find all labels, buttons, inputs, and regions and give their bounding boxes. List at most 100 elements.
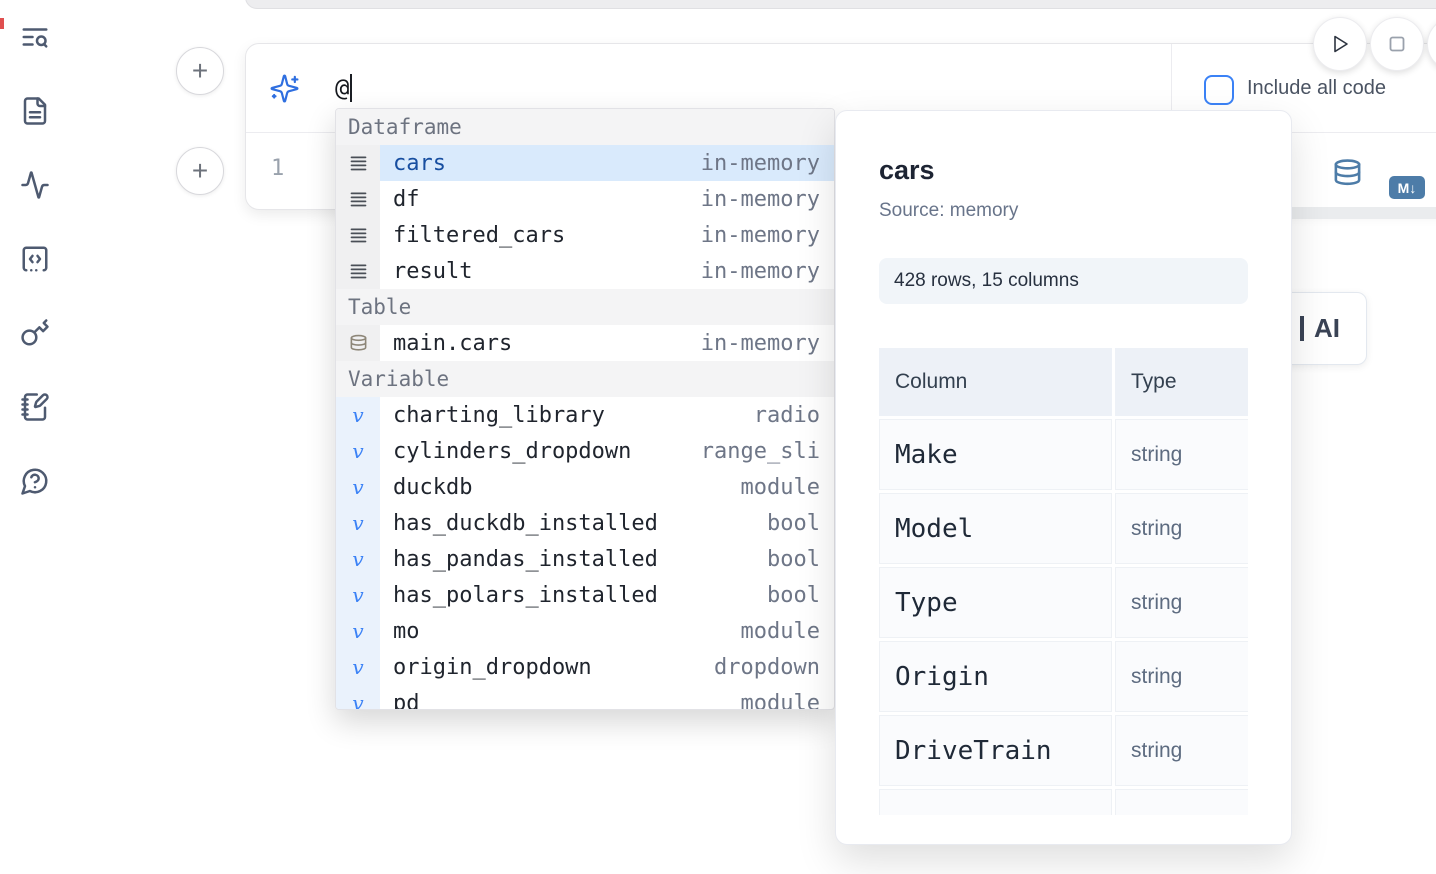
markdown-icon[interactable]: M↓ (1389, 176, 1425, 199)
item-kind-gutter (336, 217, 380, 253)
sidebar-item-search[interactable] (18, 20, 52, 54)
sparkles-icon (269, 73, 300, 104)
preview-source: Source: memory (879, 200, 1019, 221)
dataframe-icon (348, 189, 369, 210)
item-name: df (393, 186, 420, 212)
variable-icon: v (352, 439, 364, 463)
variable-icon: v (352, 691, 364, 710)
item-name: has_duckdb_installed (393, 510, 658, 536)
sidebar (18, 20, 54, 498)
autocomplete-item[interactable]: df in-memory (336, 181, 834, 217)
run-button[interactable] (1313, 17, 1367, 71)
item-name: duckdb (393, 474, 473, 500)
item-kind-gutter: v (336, 613, 380, 649)
dataframe-icon (348, 261, 369, 282)
item-name: cylinders_dropdown (393, 438, 632, 464)
notification-sliver (0, 18, 4, 29)
column-name-cell: Origin (879, 641, 1112, 712)
clipped-text-fragment (1300, 316, 1304, 341)
sidebar-item-files[interactable] (18, 94, 52, 128)
sidebar-item-scratchpad[interactable] (18, 390, 52, 424)
item-kind-gutter: v (336, 433, 380, 469)
item-kind-gutter (336, 145, 380, 181)
item-type: module (740, 618, 820, 644)
text-caret (350, 74, 353, 102)
preview-title: cars (879, 155, 935, 185)
text-search-icon (20, 22, 50, 52)
item-type: in-memory (700, 186, 820, 212)
item-type: radio (753, 402, 820, 428)
variable-icon: v (352, 403, 364, 427)
item-name: pd (393, 690, 420, 710)
column-type-cell: string (1115, 567, 1248, 638)
variable-icon: v (352, 619, 364, 643)
autocomplete-section-header: Dataframe (336, 109, 834, 145)
item-name: filtered_cars (393, 222, 566, 248)
variable-icon: v (352, 475, 364, 499)
add-cell-button-bottom[interactable]: + (176, 147, 224, 195)
previous-cell-bottom (245, 0, 1436, 9)
dataframe-icon (348, 153, 369, 174)
autocomplete-section-header: Table (336, 289, 834, 325)
item-kind-gutter: v (336, 649, 380, 685)
dataframe-preview-popover: cars Source: memory 428 rows, 15 columns… (835, 110, 1292, 845)
line-number: 1 (271, 156, 285, 181)
help-circle-icon (20, 466, 50, 496)
stop-icon (1385, 32, 1409, 56)
database-icon[interactable] (1332, 158, 1363, 189)
notebook-pen-icon (20, 392, 50, 422)
item-type: bool (767, 582, 820, 608)
item-type: bool (767, 510, 820, 536)
column-name-cell (879, 789, 1112, 815)
add-cell-button-top[interactable]: + (176, 47, 224, 95)
sidebar-item-snippets[interactable] (18, 242, 52, 276)
item-kind-gutter (336, 325, 380, 361)
column-name-cell: Model (879, 493, 1112, 564)
square-code-icon (20, 244, 50, 274)
file-text-icon (20, 96, 50, 126)
item-name: has_pandas_installed (393, 546, 658, 572)
autocomplete-section-header: Variable (336, 361, 834, 397)
item-name: has_polars_installed (393, 582, 658, 608)
include-all-code-checkbox[interactable] (1204, 75, 1234, 105)
sidebar-item-secrets[interactable] (18, 316, 52, 350)
column-type-cell: string (1115, 493, 1248, 564)
ai-button-label: AI (1314, 313, 1340, 343)
column-name-cell: Make (879, 419, 1112, 490)
include-all-code-label: Include all code (1247, 77, 1386, 99)
column-name-cell: DriveTrain (879, 715, 1112, 786)
variable-icon: v (352, 547, 364, 571)
variable-icon: v (352, 511, 364, 535)
item-kind-gutter: v (336, 397, 380, 433)
prompt-value: @ (335, 74, 350, 102)
item-kind-gutter: v (336, 469, 380, 505)
stop-button[interactable] (1370, 17, 1424, 71)
shape-badge: 428 rows, 15 columns (879, 258, 1248, 304)
divider (1171, 44, 1172, 131)
play-icon (1328, 32, 1352, 56)
item-kind-gutter: v (336, 685, 380, 710)
dataframe-icon (348, 225, 369, 246)
database-icon (349, 334, 368, 353)
code-editor[interactable]: 1 M↓ (246, 132, 1436, 208)
table-header-cell: Type (1115, 348, 1248, 416)
sidebar-item-activity[interactable] (18, 168, 52, 202)
item-type: in-memory (700, 150, 820, 176)
item-name: main.cars (393, 330, 513, 356)
sidebar-item-help[interactable] (18, 464, 52, 498)
autocomplete-item[interactable]: v has_duckdb_installed bool (336, 505, 834, 541)
